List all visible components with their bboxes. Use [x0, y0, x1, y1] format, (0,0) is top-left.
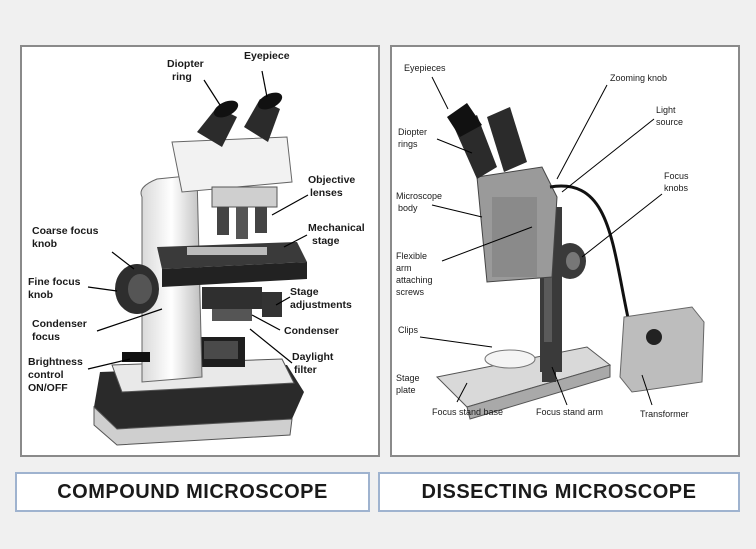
label-focus-knobs-line1: Focus [664, 171, 689, 181]
label-objective-line2: lenses [310, 187, 343, 199]
label-coarse-line1: Coarse focus [32, 225, 99, 237]
label-diopter-line1: Diopter [167, 58, 204, 70]
label-clips: Clips [398, 325, 419, 335]
label-flex-line3: attaching [396, 275, 433, 285]
label-mechanical-line1: Mechanical [308, 222, 365, 234]
compound-microscope-panel: Diopter ring Eyepiece Objective lenses M… [20, 45, 380, 457]
label-fine-line2: knob [28, 289, 53, 301]
dissecting-microscope-panel: Eyepieces Zooming knob Light source Diop… [390, 45, 740, 457]
label-daylight-line2: filter [294, 364, 317, 376]
label-daylight-line1: Daylight [292, 351, 334, 363]
label-mechanical-line2: stage [312, 235, 340, 247]
label-objective-line1: Objective [308, 174, 355, 186]
label-brightness-line1: Brightness [28, 356, 83, 368]
label-condenser-focus-line2: focus [32, 331, 60, 343]
label-light-line1: Light [656, 105, 676, 115]
label-body-line2: body [398, 203, 418, 213]
label-diopter-line1: Diopter [398, 127, 427, 137]
label-condenser: Condenser [284, 325, 339, 337]
label-flex-line2: arm [396, 263, 412, 273]
label-transformer: Transformer [640, 409, 689, 419]
label-stage-plate-line2: plate [396, 385, 416, 395]
label-fine-line1: Fine focus [28, 276, 81, 288]
compound-microscope-caption: COMPOUND MICROSCOPE [15, 472, 370, 512]
label-brightness-line2: control [28, 369, 64, 381]
label-light-line2: source [656, 117, 683, 127]
label-focus-stand-arm: Focus stand arm [536, 407, 603, 417]
label-stage-adj-line2: adjustments [290, 299, 352, 311]
label-stage-adj-line1: Stage [290, 286, 319, 298]
compound-microscope-illustration: Diopter ring Eyepiece Objective lenses M… [28, 50, 365, 446]
label-flex-line4: screws [396, 287, 425, 297]
label-eyepieces: Eyepieces [404, 63, 446, 73]
label-flex-line1: Flexible [396, 251, 427, 261]
label-diopter-line2: rings [398, 139, 418, 149]
label-diopter-line2: ring [172, 71, 192, 83]
label-focus-knobs-line2: knobs [664, 183, 689, 193]
label-zooming-knob: Zooming knob [610, 73, 667, 83]
dissecting-microscope-caption: DISSECTING MICROSCOPE [378, 472, 740, 512]
label-coarse-line2: knob [32, 238, 57, 250]
label-eyepiece: Eyepiece [244, 50, 290, 62]
label-brightness-line3: ON/OFF [28, 382, 68, 394]
label-condenser-focus-line1: Condenser [32, 318, 87, 330]
label-stage-plate-line1: Stage [396, 373, 420, 383]
label-body-line1: Microscope [396, 191, 442, 201]
dissecting-microscope-illustration: Eyepieces Zooming knob Light source Diop… [396, 63, 705, 420]
label-focus-stand-base: Focus stand base [432, 407, 503, 417]
